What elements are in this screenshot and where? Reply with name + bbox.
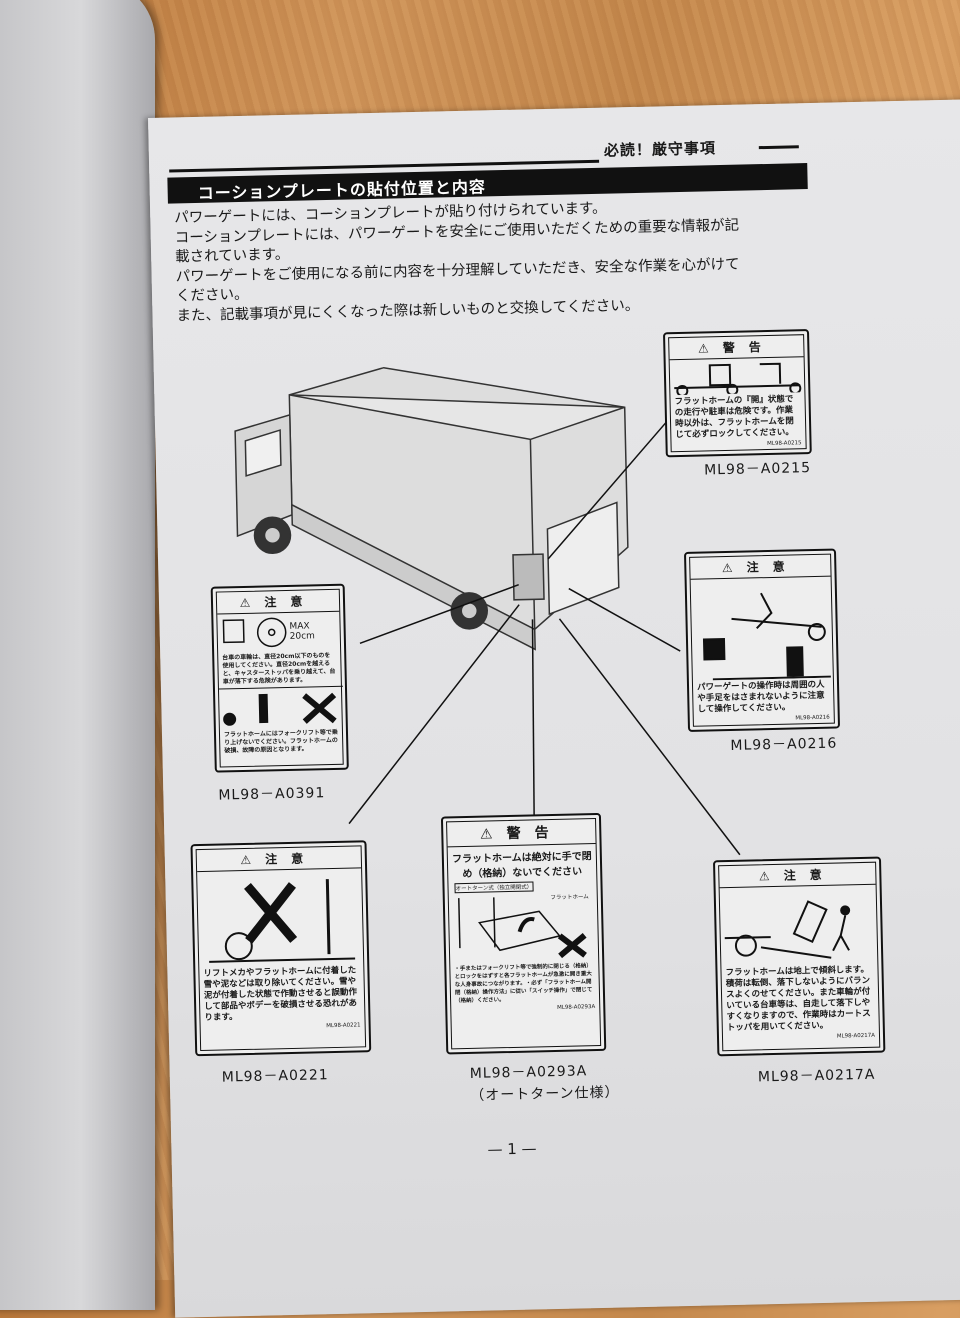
truck-illustration [234, 366, 741, 856]
plate-text: リフトメカやフラットホームに付着した雪や泥などは取り除いてください。雪や泥が付着… [203, 965, 358, 1023]
plate-text: フラットホームの『開』状態での走行や駐車は危険です。作業時以外は、フラットホーム… [674, 394, 794, 441]
caution-plate-a0293a: ⚠警告 フラットホームは絶対に手で閉め（格納）ないでください オートターン式（独… [440, 812, 607, 1055]
plate-caption: ML98－A0215 [703, 460, 812, 479]
manual-page: 必読！厳守事項 コーションプレートの貼付位置と内容 パワーゲートには、コーション… [148, 98, 960, 1318]
plate-caption: ML98－A0217A [757, 1066, 876, 1086]
plate-caption: ML98－A0293A [469, 1063, 588, 1082]
plate-code: ML98-A0215 [767, 440, 802, 448]
snow-mud-prohibited-icon [209, 879, 356, 963]
left-page [0, 0, 155, 1310]
caution-plate-a0217a: ⚠注意 フラットホームは地上で傾斜します。積荷は転倒、落下しないようにバランスよ… [712, 856, 886, 1057]
plate-text: ・手またはフォークリフト等で強制的に閉じる（格納）とロックをはずすと各フラットホ… [454, 963, 593, 1005]
caution-plate-a0215: ⚠警告 フラットホームの『開』状態での走行や駐車は危険です。作業時以外は、フラッ… [662, 329, 812, 458]
plate-title: ⚠警告 [669, 335, 804, 361]
plate-text: フラットホームにはフォークリフト等で乗り上げないでください。フラットホームの破損… [223, 728, 338, 755]
plate-title: ⚠注意 [690, 554, 831, 580]
plate-caption: ML98－A0216 [730, 735, 838, 754]
plate-text: パワーゲートの操作時は周囲の人や手足をはさまれないように注意して操作してください… [696, 679, 825, 715]
caution-plate-a0221: ⚠注意 リフトメカやフラットホームに付着した雪や泥などは取り除いてください。雪や… [190, 840, 372, 1057]
plate-text: 台車の車輪は、直径20cm以下のものを使用してください。直径20cmを越えると、… [222, 652, 336, 686]
pinch-hazard-icon [702, 592, 831, 681]
platform-tilt-icon [724, 900, 851, 959]
platform-open-driving-icon [674, 362, 802, 396]
page-number: — 1 — [487, 1139, 537, 1159]
plate-caption: ML98－A0221 [221, 1067, 329, 1086]
plate-headline: フラットホームは絶対に手で閉め（格納）ないでください [451, 851, 592, 881]
max-diameter-text: MAX 20cm [289, 621, 316, 642]
plate-caption: ML98－A0391 [218, 785, 326, 804]
plate-title: ⚠警告 [447, 819, 596, 848]
platform-label: フラットホーム [550, 894, 589, 902]
plate-title: ⚠注意 [216, 589, 340, 615]
plate-text: フラットホームは地上で傾斜します。積荷は転倒、落下しないようにバランスよくのせて… [725, 964, 871, 1034]
caution-plate-a0391: ⚠注意 MAX 20cm 台車の車輪は、直径20cm以下のものを使用してください… [210, 583, 349, 773]
manual-close-prohibited-icon [458, 897, 587, 959]
wheel-diameter-icon [222, 617, 287, 648]
caution-plate-a0216: ⚠注意 パワーゲートの操作時は周囲の人や手足をはさまれないように注意して操作して… [683, 548, 841, 732]
no-forklift-icon [218, 685, 344, 730]
plate-subcaption: （オートターン仕様） [470, 1084, 620, 1104]
